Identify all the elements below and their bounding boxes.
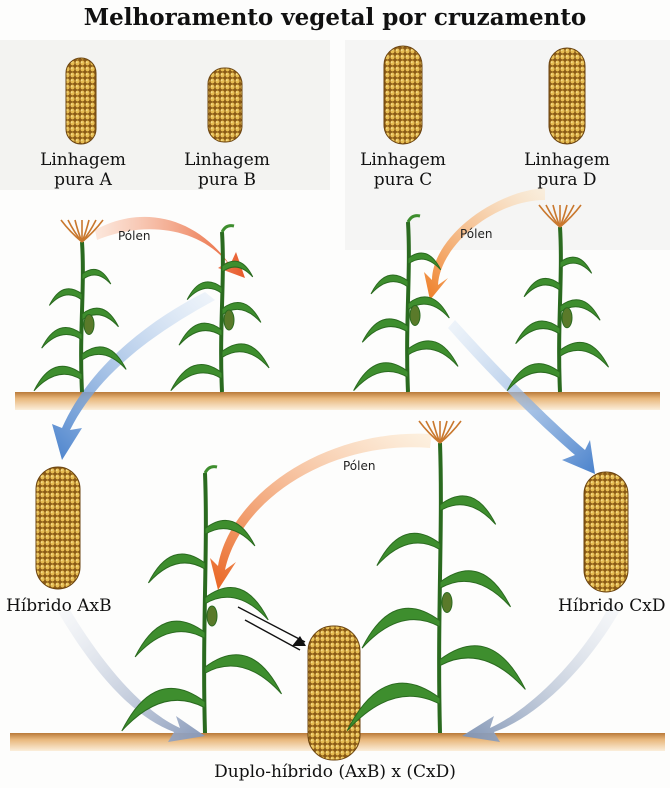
corn-cob-hybrid-ab bbox=[36, 467, 80, 589]
pollen-arrow-cd-to-ab bbox=[210, 434, 432, 590]
label-line-c-2: pura C bbox=[348, 170, 458, 190]
label-line-a-1: Linhagem bbox=[28, 150, 138, 170]
label-line-d-1: Linhagem bbox=[512, 150, 622, 170]
label-line-a: Linhagem pura A bbox=[28, 150, 138, 190]
label-line-b-1: Linhagem bbox=[172, 150, 282, 170]
corn-cob-c bbox=[384, 46, 422, 144]
pollen-label-3: Pólen bbox=[343, 459, 375, 473]
corn-cob-a bbox=[66, 58, 96, 144]
label-line-c: Linhagem pura C bbox=[348, 150, 458, 190]
label-hybrid-ab: Híbrido AxB bbox=[6, 596, 112, 616]
page-title: Melhoramento vegetal por cruzamento bbox=[0, 4, 670, 31]
arrow-cd-to-double bbox=[462, 605, 622, 742]
label-hybrid-cd: Híbrido CxD bbox=[558, 596, 665, 616]
corn-cob-double-hybrid bbox=[308, 626, 360, 760]
corn-cob-b bbox=[208, 68, 242, 142]
label-line-b: Linhagem pura B bbox=[172, 150, 282, 190]
label-line-d-2: pura D bbox=[512, 170, 622, 190]
label-line-b-2: pura B bbox=[172, 170, 282, 190]
pollen-label-2: Pólen bbox=[460, 227, 492, 241]
label-line-c-1: Linhagem bbox=[348, 150, 458, 170]
label-line-d: Linhagem pura D bbox=[512, 150, 622, 190]
corn-cob-d bbox=[549, 48, 585, 144]
soil-top bbox=[15, 392, 660, 410]
pollen-label-1: Pólen bbox=[118, 229, 150, 243]
label-double-hybrid: Duplo-híbrido (AxB) x (CxD) bbox=[160, 762, 510, 782]
cross-line-1 bbox=[238, 607, 305, 642]
label-line-a-2: pura A bbox=[28, 170, 138, 190]
corn-cob-hybrid-cd bbox=[584, 472, 628, 592]
